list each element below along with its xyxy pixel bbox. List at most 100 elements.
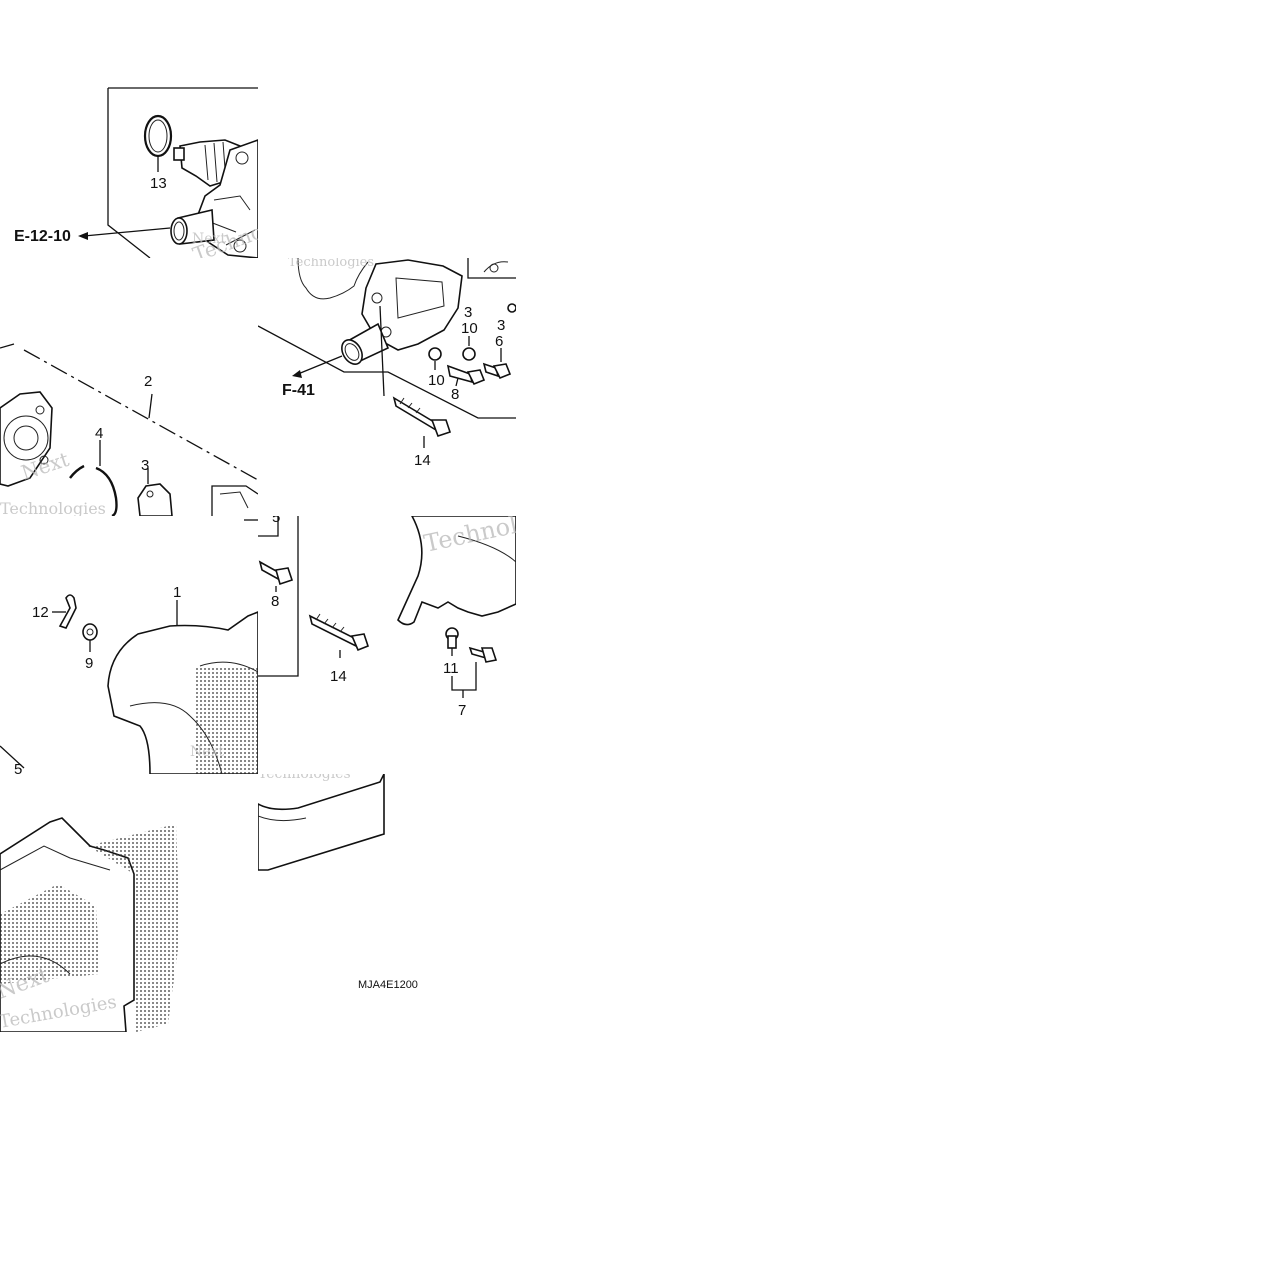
- bolt-8-shank: [446, 364, 474, 384]
- callout-14a: 14: [414, 452, 431, 469]
- diagram-tile-top-left: 13 E-12-10 Next Technologies: [0, 0, 258, 258]
- washer-10: [462, 347, 476, 361]
- callout-6: 6: [495, 333, 503, 350]
- fastener-partial: [507, 303, 516, 313]
- outlet-pipe-inner: [173, 221, 185, 241]
- callout-3c: 3: [497, 317, 505, 334]
- arrow-head: [292, 370, 302, 378]
- callout-1: 1: [173, 584, 181, 601]
- callout-11: 11: [443, 660, 459, 677]
- callout-3b: 3: [464, 304, 472, 321]
- bolt-thread: [399, 397, 421, 414]
- tile-f-svg: Next Technologies: [0, 817, 180, 1032]
- outlet-pipe-inner: [344, 343, 360, 361]
- callout-12: 12: [32, 604, 49, 621]
- thermostat-hole: [146, 490, 154, 498]
- leader-8a: [455, 377, 459, 387]
- bolt-7-head: [480, 647, 498, 663]
- bolt-8-head: [466, 369, 486, 386]
- pump-impeller-ring: [3, 415, 49, 461]
- diagram-tile-center: 1 12 9 5 Next: [0, 516, 258, 774]
- part-hole: [489, 263, 499, 273]
- cover-dot-shading: [196, 666, 258, 774]
- housing-boss: [235, 151, 249, 165]
- bolt-6-shank: [482, 362, 500, 378]
- outlet-pipe-mouth: [341, 339, 363, 365]
- washer-9: [82, 623, 98, 641]
- o-ring-4: [69, 464, 118, 516]
- washer-10: [428, 347, 442, 361]
- cover-dot-shading: [88, 824, 180, 1032]
- washer-9-hole: [86, 628, 94, 636]
- callout-13: 13: [150, 175, 167, 192]
- frame-line: [0, 745, 25, 769]
- tile-g-svg: Technologies MJA4E1200: [258, 774, 418, 991]
- watermark-text: Next: [190, 744, 224, 760]
- radiator-cover-edge: [258, 774, 385, 871]
- diagram-tile-bottom-middle: Technologies MJA4E1200: [258, 774, 516, 1032]
- pump-bolt-hole: [35, 405, 45, 415]
- figure-code: MJA4E1200: [358, 979, 418, 991]
- ref-arrow-e: [83, 227, 171, 237]
- watermark-text: Next: [192, 231, 226, 247]
- cover-detail: [395, 277, 445, 319]
- collar-11-body: [447, 635, 457, 649]
- frame-line: [107, 88, 151, 258]
- housing-boss: [233, 239, 247, 253]
- water-pump-body: [0, 391, 53, 487]
- cover-fold-line: [0, 845, 111, 871]
- actuator-tip: [173, 147, 185, 161]
- leader-2: [148, 393, 153, 419]
- clip-12: [58, 594, 77, 629]
- pump-bolt-hole: [39, 455, 49, 465]
- thermostat-housing: [137, 483, 173, 516]
- bolt-thread: [315, 613, 345, 633]
- callout-2: 2: [144, 373, 152, 390]
- dash-line: [0, 343, 258, 481]
- bolt-14-shank: [308, 614, 358, 648]
- bracket-plate: [397, 516, 516, 626]
- frame-line: [258, 516, 279, 537]
- watermark-text: Technologies: [258, 774, 351, 782]
- callout-10b: 10: [428, 372, 445, 389]
- ref-e-12-10: E-12-10: [14, 228, 71, 245]
- diagram-tile-center-right: 5 8 14 11 7 Technologies: [258, 516, 516, 774]
- gasket-edge: [297, 258, 369, 300]
- diagram-tile-bottom-left: Next Technologies: [0, 774, 258, 1032]
- ref-arrow-f: [297, 355, 343, 375]
- watermark-text: Technologies: [288, 258, 374, 270]
- bolt-14-head: [350, 633, 369, 652]
- cover-bolt-hole: [371, 292, 383, 304]
- watermark-text: Technologies: [0, 499, 106, 516]
- diagram-tile-top-middle: F-41 10 10 3 8 6 3 14 Technologies: [258, 258, 516, 516]
- tile-e-svg: 5 8 14 11 7 Technologies: [258, 516, 516, 719]
- arrow-head: [78, 232, 88, 240]
- tile-c-svg: 2 4 3 Next Technologies: [0, 343, 258, 516]
- pump-impeller-hub: [13, 425, 39, 451]
- callout-4: 4: [95, 425, 103, 442]
- cover-dot-shading: [0, 884, 100, 984]
- frame-line: [258, 516, 299, 677]
- callout-3a: 3: [141, 457, 149, 474]
- leader-7-bracket: [451, 662, 477, 691]
- callout-14b: 14: [330, 668, 347, 685]
- tile-d-svg: 1 12 9 5 Next: [0, 519, 258, 774]
- cover-fold-line: [0, 955, 71, 975]
- frame-line: [467, 258, 516, 279]
- bolt-14-head: [430, 419, 452, 438]
- diagram-tile-middle-left: 2 4 3 Next Technologies: [0, 258, 258, 516]
- bolt-8-head: [274, 567, 294, 586]
- ref-f-41: F-41: [282, 382, 315, 399]
- leader-14a: [379, 305, 385, 397]
- tile-b-svg: F-41 10 10 3 8 6 3 14 Technologies: [258, 258, 516, 469]
- callout-10a: 10: [461, 320, 478, 337]
- bracket-edge: [219, 491, 249, 509]
- frame-line: [211, 485, 258, 516]
- bracket-edge: [457, 535, 516, 563]
- callout-8b: 8: [271, 593, 279, 610]
- callout-5b: 5: [14, 761, 22, 774]
- bolt-6-head: [492, 363, 512, 380]
- part-edge: [483, 261, 509, 273]
- dash-frame: [258, 325, 516, 419]
- o-ring-13-inner: [148, 119, 168, 153]
